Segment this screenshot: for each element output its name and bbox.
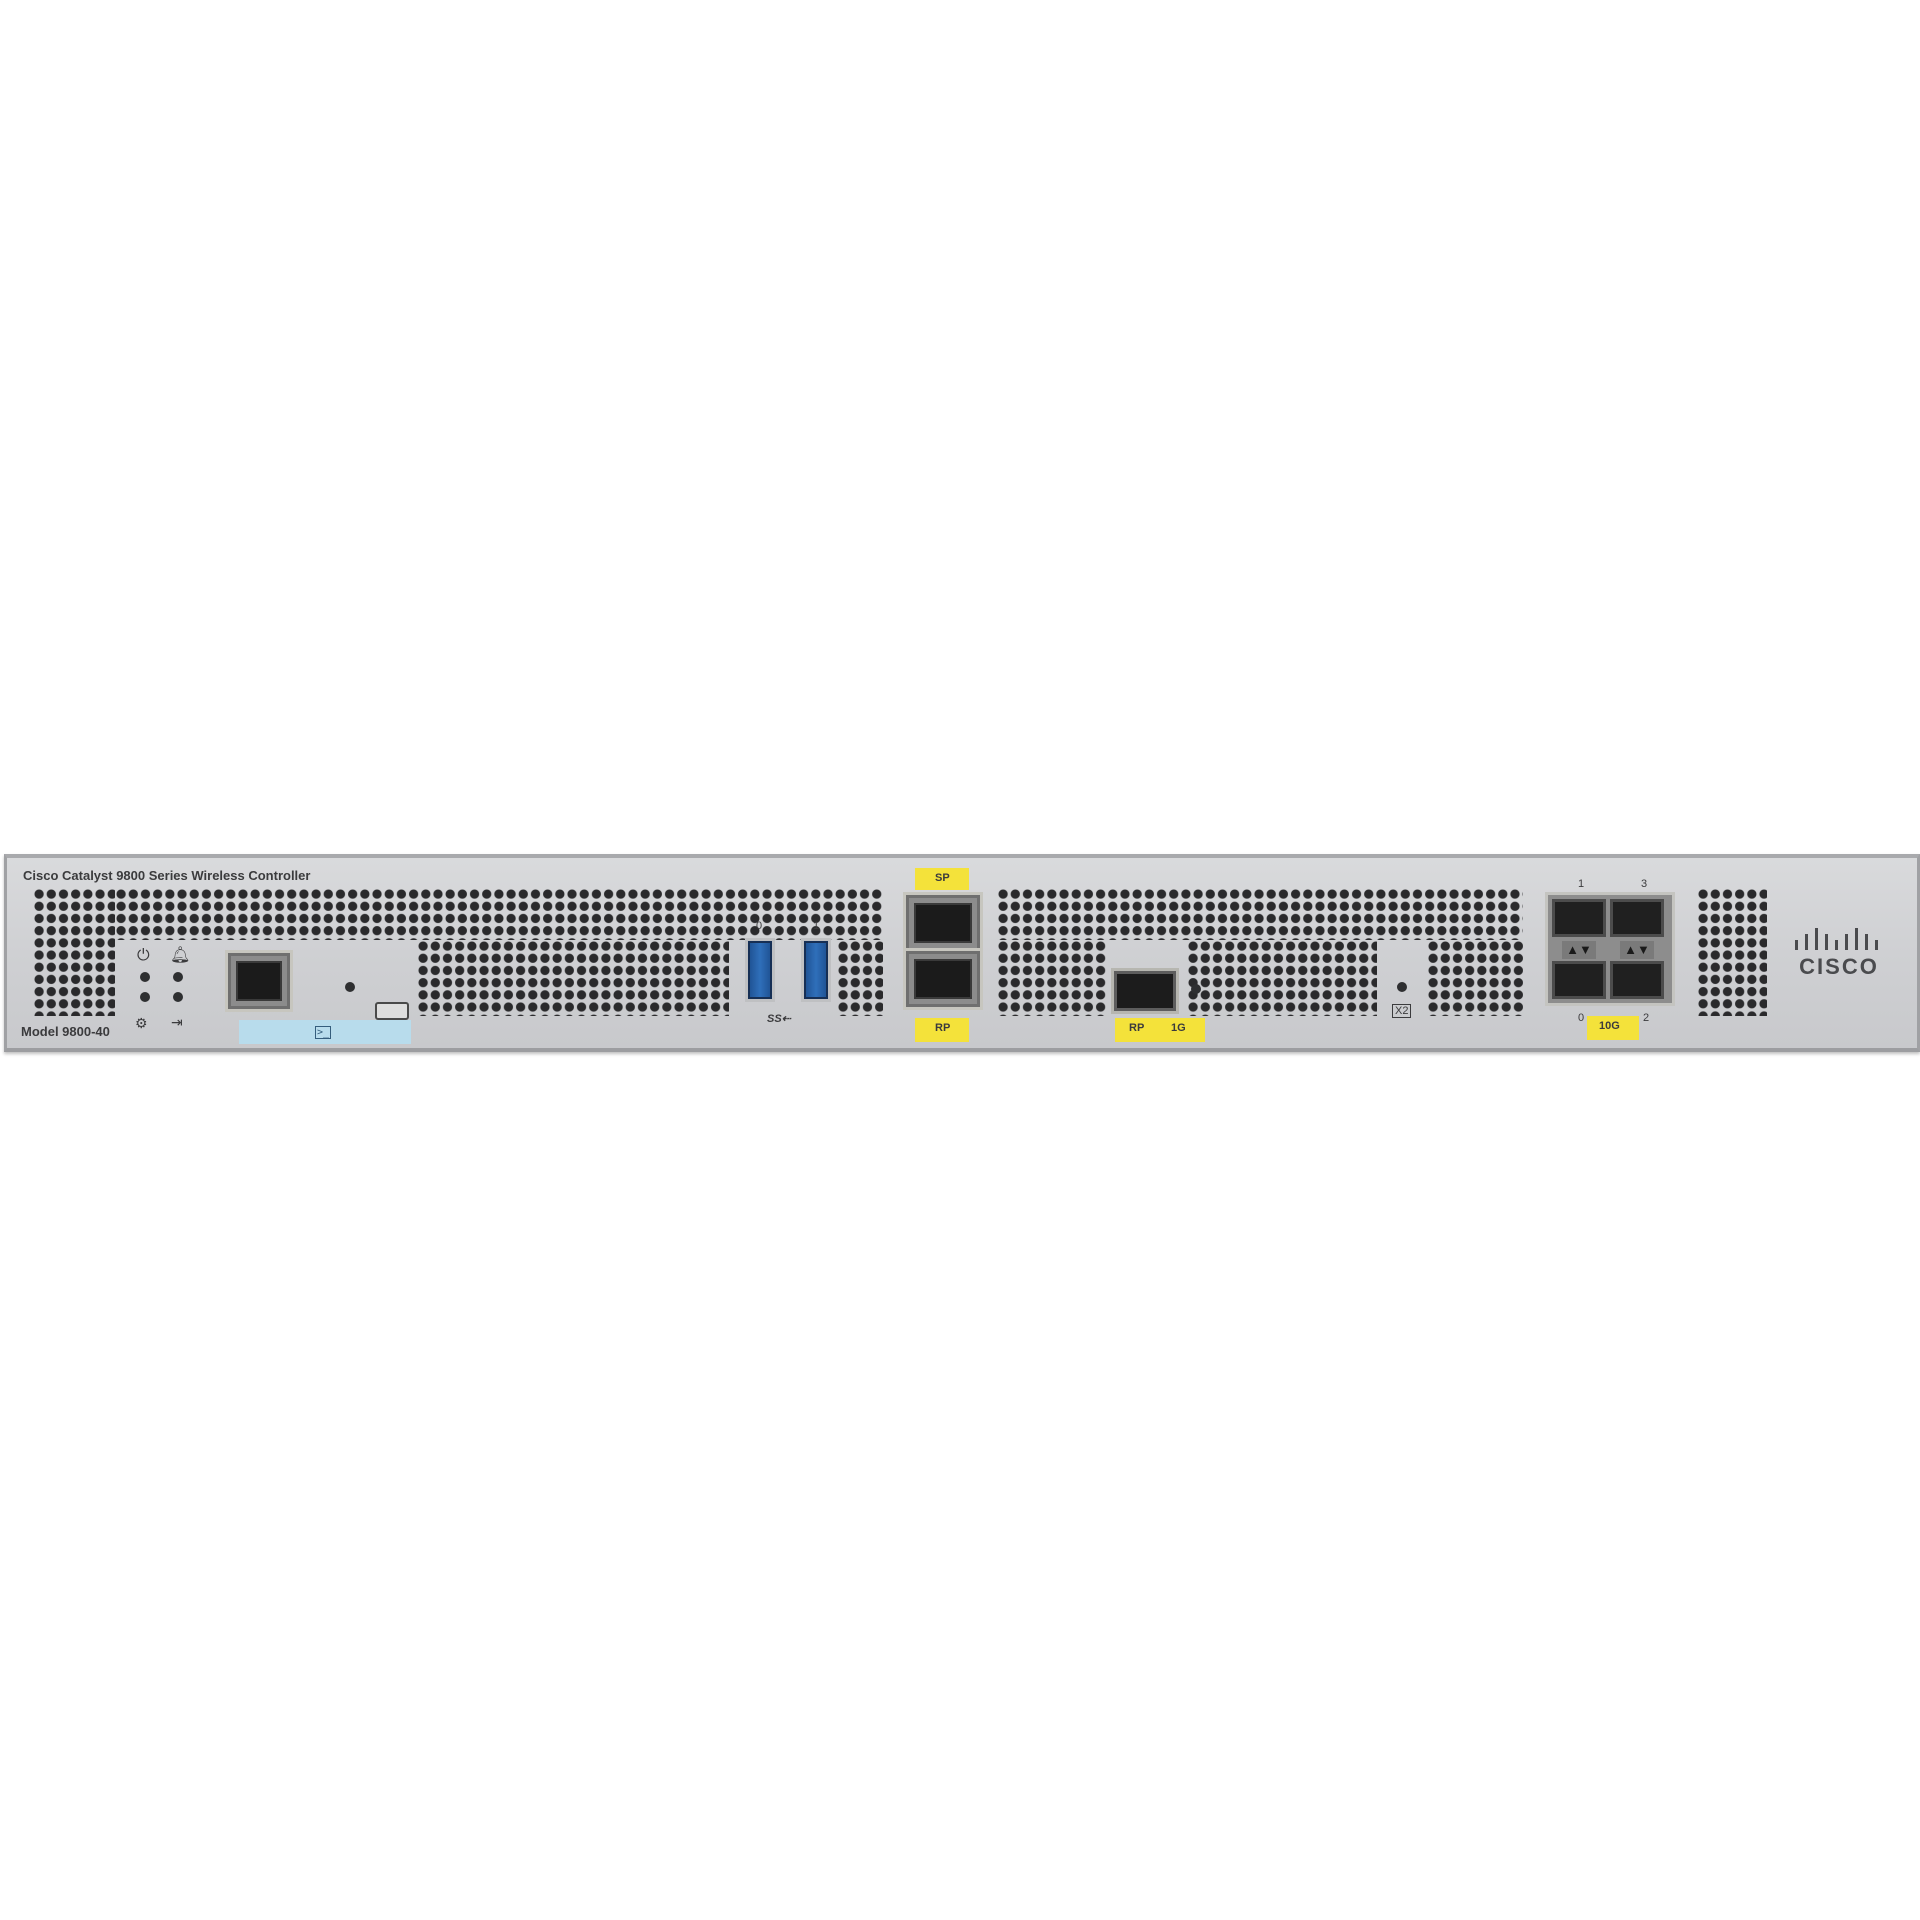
sfp-port-1[interactable] <box>1552 899 1606 937</box>
console-led <box>345 982 355 992</box>
vent-grille-usb-right <box>837 940 883 1016</box>
rp-sfp-led <box>1191 984 1201 994</box>
vent-grille-center-right <box>997 888 1523 940</box>
cisco-logo: CISCO <box>1785 920 1893 980</box>
rp-label-highlight <box>915 1018 969 1042</box>
mini-usb-console-port[interactable] <box>375 1002 409 1020</box>
x2-label: X2 <box>1392 1004 1412 1018</box>
rp-label: RP <box>935 1022 951 1034</box>
port-socket <box>914 903 972 943</box>
console-label-strip <box>239 1020 411 1044</box>
sfp-port-3-label: 3 <box>1641 878 1648 890</box>
rp-sfp-port[interactable] <box>1111 968 1179 1014</box>
sp-label: SP <box>935 872 950 884</box>
vent-grille-left <box>33 888 115 1016</box>
sfp-plus-cage: ▲▼ ▲▼ <box>1545 892 1675 1006</box>
vent-grille-right <box>1697 888 1767 1016</box>
vent-grille-mid <box>417 940 729 1016</box>
status-led <box>140 992 150 1002</box>
redundancy-port-ethernet[interactable] <box>903 948 983 1010</box>
sfp-port-0-label: 0 <box>1578 1012 1585 1024</box>
vent-grille-center-mid <box>1187 940 1377 1016</box>
sfp-port-1-label: 1 <box>1578 878 1585 890</box>
sfp-port-0[interactable] <box>1552 961 1606 999</box>
activity-led <box>173 992 183 1002</box>
sfp-speed-label: 10G <box>1599 1020 1620 1032</box>
rp-sfp-label: RP <box>1129 1022 1145 1034</box>
vent-grille-center-end <box>1427 940 1523 1016</box>
network-arrow-icon: ⇥ <box>171 1014 183 1030</box>
sfp-link-arrows-left-icon: ▲▼ <box>1562 941 1596 959</box>
cisco-bars-icon <box>1795 928 1878 950</box>
port-socket <box>914 959 972 999</box>
alarm-led <box>173 972 183 982</box>
usb-port-0[interactable] <box>745 938 775 1002</box>
usb-port-0-label: 0 <box>756 920 763 932</box>
rp-sfp-speed-label: 1G <box>1171 1022 1186 1034</box>
sp-label-highlight <box>915 868 969 890</box>
rp-sfp-label-highlight <box>1115 1018 1205 1042</box>
sfp-link-arrows-right-icon: ▲▼ <box>1620 941 1654 959</box>
settings-gear-icon: ⚙ <box>135 1015 148 1031</box>
service-port-ethernet[interactable] <box>903 892 983 954</box>
front-panel: Cisco Catalyst 9800 Series Wireless Cont… <box>7 858 1917 1048</box>
usb-superspeed-mark: SS⇠ <box>767 1013 791 1025</box>
controller-chassis: Cisco Catalyst 9800 Series Wireless Cont… <box>4 854 1920 1052</box>
vent-grille-top-left <box>115 888 883 940</box>
console-terminal-icon: >_ <box>315 1026 331 1039</box>
sfp-port-2[interactable] <box>1610 961 1664 999</box>
port-socket <box>236 961 282 1001</box>
cisco-wordmark: CISCO <box>1799 954 1879 979</box>
usb-port-1-label: 1 <box>813 920 820 932</box>
sfp-speed-highlight <box>1587 1016 1639 1040</box>
usb-port-1[interactable] <box>801 938 831 1002</box>
device-title: Cisco Catalyst 9800 Series Wireless Cont… <box>23 868 311 883</box>
power-led <box>140 972 150 982</box>
vent-grille-center-left <box>997 940 1107 1016</box>
sfp-port-3[interactable] <box>1610 899 1664 937</box>
model-label: Model 9800-40 <box>21 1024 110 1039</box>
management-ethernet-port[interactable] <box>225 950 293 1012</box>
power-icon: ⏻ <box>137 947 150 964</box>
sfp-port-2-label: 2 <box>1643 1012 1650 1024</box>
alarm-bell-icon: 🔔︎ <box>170 947 191 964</box>
x2-led <box>1397 982 1407 992</box>
